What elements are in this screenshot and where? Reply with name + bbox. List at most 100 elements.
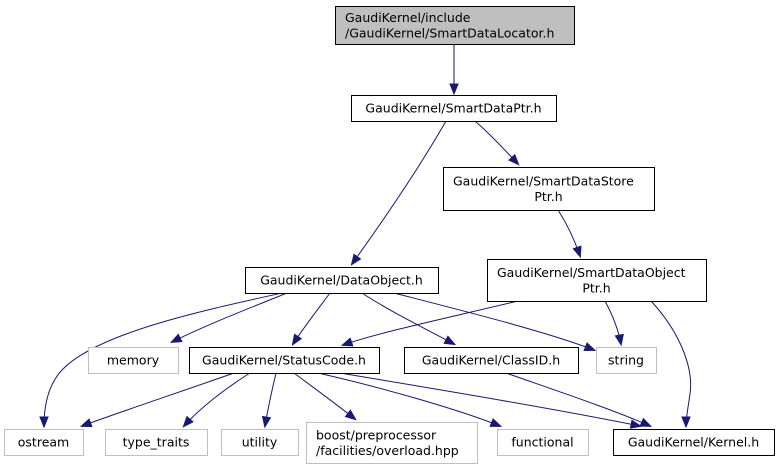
edges-layer xyxy=(39,44,692,429)
node-box xyxy=(88,347,179,374)
edge-statuscode-to-kernel xyxy=(339,372,643,429)
arrowhead-icon xyxy=(629,419,643,429)
arrowhead-icon xyxy=(508,153,520,166)
edge-smartdataptr-to-dataobject xyxy=(350,120,447,266)
arrowhead-icon xyxy=(443,335,457,346)
edge-statuscode-to-type_traits xyxy=(182,372,251,428)
node-box xyxy=(497,429,589,456)
node-ostream: ostream xyxy=(4,429,84,456)
node-label: GaudiKernel/DataObject.h xyxy=(260,273,423,288)
edge-line xyxy=(361,292,455,345)
node-box xyxy=(245,267,439,294)
edge-statuscode-to-functional xyxy=(317,372,503,427)
edge-line xyxy=(171,292,288,343)
node-label-line-1: GaudiKernel/SmartDataStore xyxy=(453,173,634,188)
edge-smartdataptr-to-smartdatastoreptr xyxy=(474,120,520,166)
arrowhead-icon xyxy=(583,342,597,351)
node-box xyxy=(613,429,775,456)
arrowhead-icon xyxy=(350,253,362,266)
node-label-line-2: /facilities/overload.hpp xyxy=(316,443,459,458)
node-label: memory xyxy=(107,353,160,368)
arrowhead-icon xyxy=(261,415,272,429)
node-label-line-1: GaudiKernel/SmartDataObject xyxy=(497,265,686,280)
node-box xyxy=(335,6,575,45)
node-label: GaudiKernel/Kernel.h xyxy=(628,435,759,450)
edge-dataobject-to-ostream xyxy=(39,292,283,429)
node-box xyxy=(443,167,655,211)
node-label: string xyxy=(608,353,644,368)
node-smartdataptr[interactable]: GaudiKernel/SmartDataPtr.h xyxy=(351,95,557,122)
edge-smartdatalocator-to-smartdataptr xyxy=(449,44,459,96)
node-box xyxy=(487,259,707,302)
node-box xyxy=(221,429,299,456)
edge-statuscode-to-utility xyxy=(261,372,277,429)
node-functional: functional xyxy=(497,429,589,456)
edge-line xyxy=(183,372,251,427)
node-label: GaudiKernel/SmartDataPtr.h xyxy=(365,101,541,116)
edge-line xyxy=(351,120,447,265)
arrowhead-icon xyxy=(572,245,582,259)
arrowhead-icon xyxy=(449,83,459,96)
node-label: GaudiKernel/ClassID.h xyxy=(422,353,560,368)
arrowhead-icon xyxy=(681,416,691,429)
nodes-layer: GaudiKernel/include/GaudiKernel/SmartDat… xyxy=(4,6,775,464)
edge-dataobject-to-string xyxy=(393,292,597,351)
edge-statuscode-to-overload xyxy=(293,372,357,421)
node-box xyxy=(404,347,579,374)
arrowhead-icon xyxy=(489,418,503,427)
edge-line xyxy=(317,372,501,427)
node-box xyxy=(596,347,657,374)
node-kernel[interactable]: GaudiKernel/Kernel.h xyxy=(613,429,775,456)
node-memory: memory xyxy=(88,347,179,374)
arrowhead-icon xyxy=(182,415,194,428)
node-label: type_traits xyxy=(123,435,190,450)
node-label: functional xyxy=(511,435,573,450)
node-box xyxy=(306,422,478,464)
arrowhead-icon xyxy=(344,409,357,421)
edge-dataobject-to-statuscode xyxy=(291,292,331,346)
node-box xyxy=(351,95,557,122)
arrowhead-icon xyxy=(340,337,354,347)
node-label: utility xyxy=(242,435,278,450)
edge-line xyxy=(81,372,235,427)
edge-smartdataobjectptr-to-statuscode xyxy=(340,300,519,347)
edge-dataobject-to-memory xyxy=(169,292,288,344)
node-label-line-2: Ptr.h xyxy=(582,280,610,295)
node-type_traits: type_traits xyxy=(105,429,208,456)
edge-line xyxy=(43,292,283,427)
node-label-line-2: Ptr.h xyxy=(534,189,562,204)
arrowhead-icon xyxy=(614,333,624,347)
node-string: string xyxy=(596,347,657,374)
node-label: GaudiKernel/StatusCode.h xyxy=(202,353,366,368)
node-box xyxy=(4,429,84,456)
node-statuscode[interactable]: GaudiKernel/StatusCode.h xyxy=(189,347,380,374)
edge-smartdataobjectptr-to-kernel xyxy=(650,300,692,429)
node-box xyxy=(105,429,208,456)
edge-statuscode-to-ostream xyxy=(79,372,235,428)
node-smartdatalocator[interactable]: GaudiKernel/include/GaudiKernel/SmartDat… xyxy=(335,6,575,45)
arrowhead-icon xyxy=(169,333,183,344)
node-label: ostream xyxy=(18,435,69,450)
node-classid[interactable]: GaudiKernel/ClassID.h xyxy=(404,347,579,374)
node-label-line-1: GaudiKernel/include xyxy=(345,10,471,25)
arrowhead-icon xyxy=(39,416,49,429)
node-dataobject[interactable]: GaudiKernel/DataObject.h xyxy=(245,267,439,294)
edge-smartdataobjectptr-to-string xyxy=(604,300,624,347)
edge-smartdatastoreptr-to-smartdataobjectptr xyxy=(557,209,582,259)
arrowhead-icon xyxy=(639,417,653,427)
arrowhead-icon xyxy=(291,333,303,346)
edge-classid-to-kernel xyxy=(505,372,653,427)
edge-line xyxy=(342,300,519,346)
node-label-line-1: boost/preprocessor xyxy=(316,427,437,442)
edge-dataobject-to-classid xyxy=(361,292,457,346)
node-overload: boost/preprocessor/facilities/overload.h… xyxy=(306,422,478,464)
node-box xyxy=(189,347,380,374)
edge-line xyxy=(505,372,651,427)
node-utility: utility xyxy=(221,429,299,456)
edge-line xyxy=(339,372,641,427)
node-label-line-2: /GaudiKernel/SmartDataLocator.h xyxy=(345,25,554,40)
edge-line xyxy=(393,292,595,351)
